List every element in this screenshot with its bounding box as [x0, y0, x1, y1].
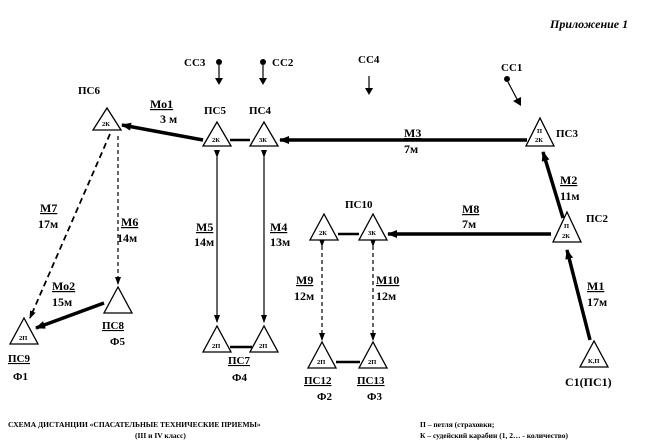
svg-text:М4: М4 [270, 220, 287, 234]
signal-cc4: СС4 [358, 54, 380, 95]
svg-text:11м: 11м [560, 189, 580, 203]
svg-text:2К: 2К [535, 137, 543, 144]
svg-text:17м: 17м [38, 217, 58, 231]
svg-text:Ф5: Ф5 [110, 336, 125, 348]
stage-mo2-line [35, 301, 105, 330]
svg-text:2П: 2П [19, 335, 27, 342]
node-ps5: ПС5 2К [201, 105, 233, 147]
stage-m7-label: М7 17м [38, 201, 58, 231]
svg-text:М6: М6 [121, 215, 138, 229]
node-ps10: ПС10 2К 3К [308, 199, 389, 241]
svg-text:Ф4: Ф4 [232, 372, 247, 384]
svg-text:2К: 2К [102, 121, 110, 128]
svg-text:ПС3: ПС3 [556, 128, 579, 140]
svg-text:М8: М8 [462, 202, 479, 216]
node-ps12: 2П ПС12 Ф2 [304, 340, 338, 403]
footer-title-line2: (III и IV класс) [135, 431, 186, 440]
svg-text:ПС5: ПС5 [204, 105, 227, 117]
svg-text:2К: 2К [562, 233, 570, 240]
svg-text:2П: 2П [368, 359, 376, 366]
svg-text:К,П: К,П [588, 358, 599, 365]
signal-cc4-label: СС4 [358, 54, 380, 66]
stage-m7-line [29, 133, 111, 319]
svg-text:Мо1: Мо1 [150, 97, 173, 111]
svg-text:2П: 2П [259, 343, 267, 350]
svg-text:М10: М10 [376, 273, 399, 287]
svg-text:М7: М7 [40, 201, 57, 215]
node-ps3: П 2К ПС3 [524, 116, 579, 147]
stage-m5-label: М5 14м [194, 220, 214, 249]
svg-text:ПС8: ПС8 [102, 320, 125, 332]
svg-text:ПС6: ПС6 [78, 85, 101, 97]
svg-text:ПС10: ПС10 [345, 199, 373, 211]
svg-text:ПС7: ПС7 [228, 355, 251, 367]
svg-text:М2: М2 [560, 173, 577, 187]
appendix-title: Приложение 1 [549, 17, 628, 31]
svg-text:15м: 15м [52, 295, 72, 309]
stage-m3-label: М3 7м [404, 126, 421, 156]
signal-cc2: СС2 [259, 57, 294, 85]
stage-m2-label: М2 11м [560, 173, 580, 203]
svg-text:ПС4: ПС4 [249, 105, 272, 117]
stage-m6-label: М6 14м [117, 215, 138, 245]
svg-text:ПС9: ПС9 [8, 353, 31, 365]
svg-text:ПС2: ПС2 [586, 213, 609, 225]
node-ps8: ПС8 Ф5 [102, 285, 134, 348]
svg-text:М5: М5 [196, 220, 213, 234]
svg-text:ПС13: ПС13 [357, 375, 385, 387]
signal-cc3-label: СС3 [184, 57, 206, 69]
svg-text:2П: 2П [317, 359, 325, 366]
svg-text:12м: 12м [376, 289, 396, 303]
svg-text:ПС12: ПС12 [304, 375, 332, 387]
footer-title-line1: СХЕМА ДИСТАНЦИИ «СПАСАТЕЛЬНЫЕ ТЕХНИЧЕСКИ… [8, 420, 261, 429]
svg-text:13м: 13м [270, 235, 290, 249]
stage-mo2-label: Мо2 15м [52, 279, 75, 309]
signal-cc3: СС3 [184, 57, 223, 85]
svg-text:7м: 7м [462, 217, 476, 231]
stage-m1-line [565, 249, 592, 341]
svg-text:2К: 2К [319, 230, 327, 237]
stage-m2-line [541, 151, 565, 219]
svg-text:П: П [564, 223, 569, 230]
svg-text:М3: М3 [404, 126, 421, 140]
svg-text:М9: М9 [296, 273, 313, 287]
footer-legend-line1: П – петля (страховки; [420, 420, 494, 429]
node-ps13: 2П ПС13 Ф3 [357, 340, 389, 403]
node-ps7: 2П 2П ПС7 Ф4 [201, 324, 280, 384]
signal-cc1: СС1 [501, 62, 522, 106]
node-ps4: ПС4 3К [248, 105, 280, 147]
svg-text:3К: 3К [259, 137, 267, 144]
svg-text:М1: М1 [587, 279, 604, 293]
svg-text:2К: 2К [212, 137, 220, 144]
svg-text:Ф2: Ф2 [317, 391, 332, 403]
stage-mo1-label: Мо1 3 м [150, 97, 177, 126]
svg-text:С1(ПС1): С1(ПС1) [565, 375, 612, 389]
svg-text:Ф1: Ф1 [13, 371, 28, 383]
svg-text:2П: 2П [212, 343, 220, 350]
stage-mo1-line [121, 122, 204, 142]
footer-legend-line2: К – судейский карабин (1, 2… - количеств… [420, 431, 569, 440]
svg-text:3К: 3К [368, 230, 376, 237]
svg-text:17м: 17м [587, 295, 607, 309]
svg-text:14м: 14м [194, 235, 214, 249]
signal-cc1-label: СС1 [501, 62, 522, 74]
node-ps2: П 2К ПС2 [551, 210, 609, 243]
node-ps1: К,П С1(ПС1) [565, 339, 612, 389]
stage-m10-label: М10 12м [376, 273, 399, 303]
svg-text:3 м: 3 м [160, 112, 177, 126]
svg-text:14м: 14м [117, 231, 137, 245]
svg-text:Ф3: Ф3 [367, 391, 382, 403]
svg-text:12м: 12м [294, 289, 314, 303]
svg-text:П: П [537, 128, 542, 135]
stage-m4-label: М4 13м [270, 220, 290, 249]
stage-m8-label: М8 7м [462, 202, 479, 231]
signal-cc2-label: СС2 [272, 57, 294, 69]
node-ps6: ПС6 2К [78, 85, 123, 131]
stage-m9-label: М9 12м [294, 273, 314, 303]
node-ps9: 2П ПС9 Ф1 [8, 316, 40, 383]
svg-text:Мо2: Мо2 [52, 279, 75, 293]
svg-text:7м: 7м [404, 142, 418, 156]
stage-m1-label: М1 17м [587, 279, 607, 309]
